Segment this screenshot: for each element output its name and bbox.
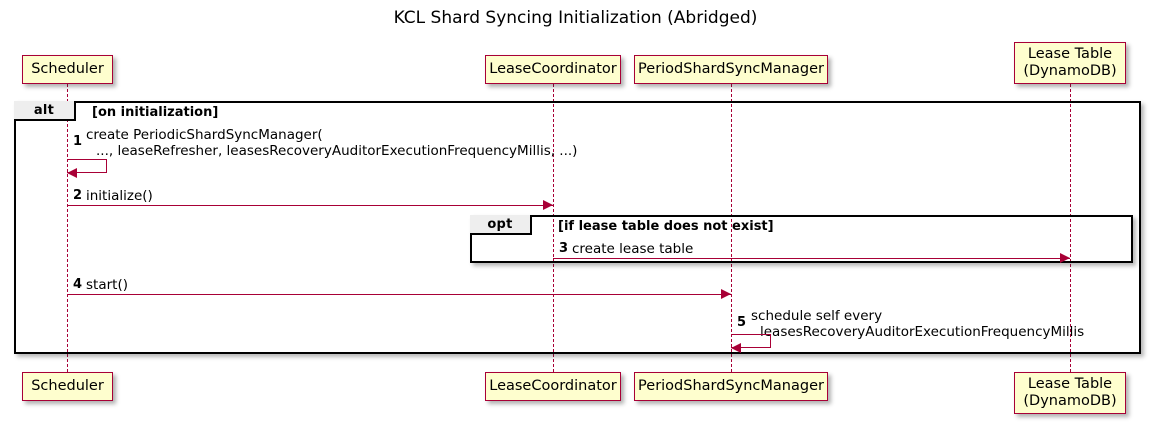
message-1-self-loop: [67, 159, 107, 173]
participant-label: Scheduler: [31, 378, 104, 394]
lifeline-coordinator: [553, 84, 554, 372]
message-4-line: [67, 294, 731, 295]
fragment-alt-label: alt: [33, 102, 55, 118]
message-1-label-line1: create PeriodicShardSyncManager(: [86, 127, 323, 143]
participant-leasetable-bottom[interactable]: Lease Table (DynamoDB): [1014, 372, 1126, 414]
participant-label: Scheduler: [31, 61, 104, 77]
message-3-arrowhead: [1060, 253, 1070, 263]
message-2-number: 2: [73, 188, 83, 203]
participant-label: LeaseCoordinator: [489, 61, 617, 77]
message-5-label-line1: schedule self every: [751, 308, 883, 324]
fragment-opt-guard: [if lease table does not exist]: [558, 219, 774, 234]
participant-label-line1: Lease Table: [1027, 46, 1113, 62]
participant-scheduler-top[interactable]: Scheduler: [22, 55, 113, 84]
message-4-number: 4: [73, 277, 83, 292]
lifeline-leasetable: [1070, 84, 1071, 372]
fragment-alt-tab: alt: [14, 101, 76, 121]
message-1-label-line2: ..., leaseRefresher, leasesRecoveryAudit…: [96, 143, 578, 159]
message-3-number: 3: [559, 241, 569, 256]
participant-coordinator-top[interactable]: LeaseCoordinator: [485, 55, 621, 84]
message-4-label: start(): [86, 277, 128, 293]
lifeline-syncmanager: [731, 84, 732, 372]
participant-label-line2: (DynamoDB): [1023, 393, 1117, 409]
participant-leasetable-top[interactable]: Lease Table (DynamoDB): [1014, 42, 1126, 84]
message-1-number: 1: [73, 134, 83, 149]
diagram-title: KCL Shard Syncing Initialization (Abridg…: [393, 8, 758, 28]
message-5-arrowhead: [731, 343, 741, 353]
lifeline-scheduler: [67, 84, 68, 372]
message-2-label: initialize(): [86, 188, 153, 204]
participant-coordinator-bottom[interactable]: LeaseCoordinator: [485, 372, 621, 401]
message-3-label: create lease table: [572, 241, 694, 257]
fragment-alt-guard: [on initialization]: [92, 105, 219, 120]
message-4-arrowhead: [721, 289, 731, 299]
fragment-opt-label: opt: [487, 216, 513, 232]
message-5-label-line2: leasesRecoveryAuditorExecutionFrequencyM…: [760, 324, 1085, 340]
fragment-opt: [470, 215, 1133, 263]
participant-label-line2: (DynamoDB): [1023, 63, 1117, 79]
message-5-self-loop: [731, 334, 771, 348]
message-3-line: [553, 258, 1070, 259]
fragment-opt-tab: opt: [470, 215, 532, 235]
message-2-arrowhead: [543, 200, 553, 210]
message-2-line: [67, 205, 553, 206]
participant-scheduler-bottom[interactable]: Scheduler: [22, 372, 113, 401]
participant-label: PeriodShardSyncManager: [638, 61, 824, 77]
message-5-number: 5: [737, 315, 747, 330]
message-1-arrowhead: [67, 168, 77, 178]
participant-label: PeriodShardSyncManager: [638, 378, 824, 394]
participant-syncmanager-bottom[interactable]: PeriodShardSyncManager: [634, 372, 828, 401]
participant-label: LeaseCoordinator: [489, 378, 617, 394]
participant-syncmanager-top[interactable]: PeriodShardSyncManager: [634, 55, 828, 84]
fragment-alt: [14, 101, 1141, 354]
participant-label-line1: Lease Table: [1027, 376, 1113, 392]
